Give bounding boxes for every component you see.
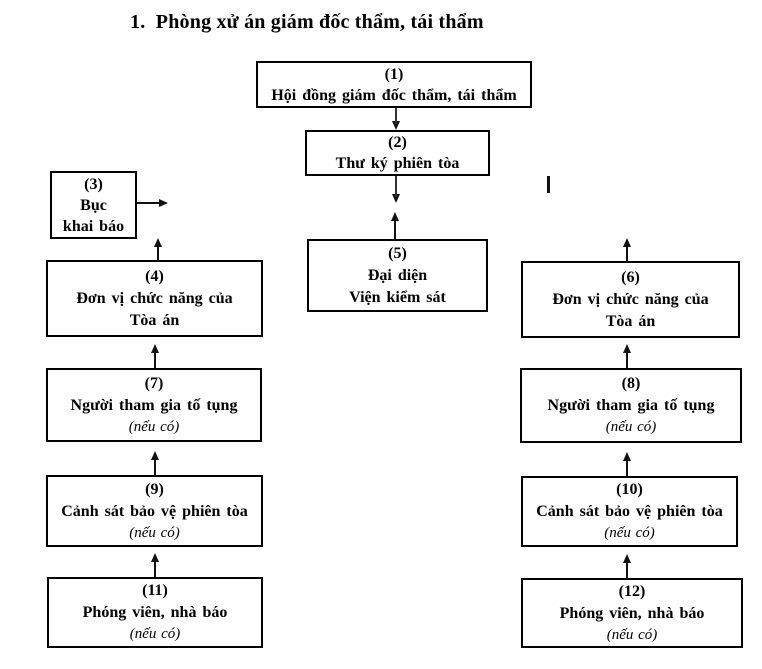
arrow-up-icon [622,238,632,263]
box-line: Hội đồng giám đốc thẩm, tái thẩm [271,86,517,104]
box-number: (3) [84,175,103,193]
box-line: Cảnh sát bảo vệ phiên tòa [536,503,723,520]
box-line: Đơn vị chức năng của [76,289,233,307]
box-line: Người tham gia tố tụng [70,396,238,414]
box-line: Viện kiểm sát [349,288,446,306]
box-line: Đơn vị chức năng của [552,290,709,308]
box-line: Cảnh sát bảo vệ phiên tòa [61,502,248,520]
box-number: (4) [145,267,164,285]
arrow-up-icon [153,238,163,262]
box-phong-vien-right: (12) Phóng viên, nhà báo (nếu có) [521,578,743,648]
box-line: Tòa án [129,311,180,329]
box-buc-khai-bao: (3) Bục khai báo [50,171,137,239]
box-don-vi-chuc-nang-right: (6) Đơn vị chức năng của Tòa án [521,261,740,338]
arrow-up-icon [150,553,160,577]
box-note: (nếu có) [128,418,180,435]
box-nguoi-tham-gia-to-tung-left: (7) Người tham gia tố tụng (nếu có) [46,368,262,442]
arrow-up-icon [150,344,160,368]
box-number: (9) [145,480,164,498]
box-note: (nếu có) [129,626,181,642]
box-note: (nếu có) [605,419,657,435]
box-line: khai báo [62,217,125,235]
box-phong-vien-left: (11) Phóng viên, nhà báo (nếu có) [47,577,263,648]
arrow-up-icon [622,344,632,368]
arrow-up-icon [622,554,632,578]
box-line: Người tham gia tố tụng [547,397,715,414]
stray-vertical-mark [547,176,550,193]
box-note: (nếu có) [606,626,658,643]
box-number: (11) [142,582,168,599]
box-line: Bục [80,196,107,214]
box-line: Phóng viên, nhà báo [559,604,705,622]
arrow-down-icon [391,176,401,203]
box-dai-dien-vien-kiem-sat: (5) Đại diện Viện kiểm sát [307,239,488,312]
box-hoi-dong-giam-doc-tham: (1) Hội đồng giám đốc thẩm, tái thẩm [256,61,532,108]
box-canh-sat-bao-ve-left: (9) Cảnh sát bảo vệ phiên tòa (nếu có) [46,475,263,547]
box-nguoi-tham-gia-to-tung-right: (8) Người tham gia tố tụng (nếu có) [520,368,742,443]
arrow-down-icon [391,108,401,130]
arrow-up-icon [622,452,632,476]
box-line: Thư ký phiên tòa [335,155,460,172]
box-thu-ky-phien-toa: (2) Thư ký phiên tòa [305,130,490,176]
box-line: Phóng viên, nhà báo [82,604,228,621]
box-number: (12) [618,582,646,600]
box-note: (nếu có) [604,525,655,541]
arrow-right-icon [137,198,168,208]
diagram-title: 1. Phòng xử án giám đốc thẩm, tái thẩm [130,11,484,33]
box-number: (2) [388,134,407,151]
box-don-vi-chuc-nang-left: (4) Đơn vị chức năng của Tòa án [46,260,263,337]
arrow-up-icon [390,212,400,239]
box-number: (8) [621,375,641,392]
box-number: (5) [388,244,407,262]
box-note: (nếu có) [129,524,180,541]
arrow-up-icon [150,451,160,475]
box-number: (7) [144,374,164,392]
box-number: (10) [616,481,643,498]
box-number: (6) [621,268,640,286]
box-line: Tòa án [605,312,656,330]
box-line: Đại diện [367,266,428,284]
box-number: (1) [384,65,404,83]
box-canh-sat-bao-ve-right: (10) Cảnh sát bảo vệ phiên tòa (nếu có) [521,476,738,547]
